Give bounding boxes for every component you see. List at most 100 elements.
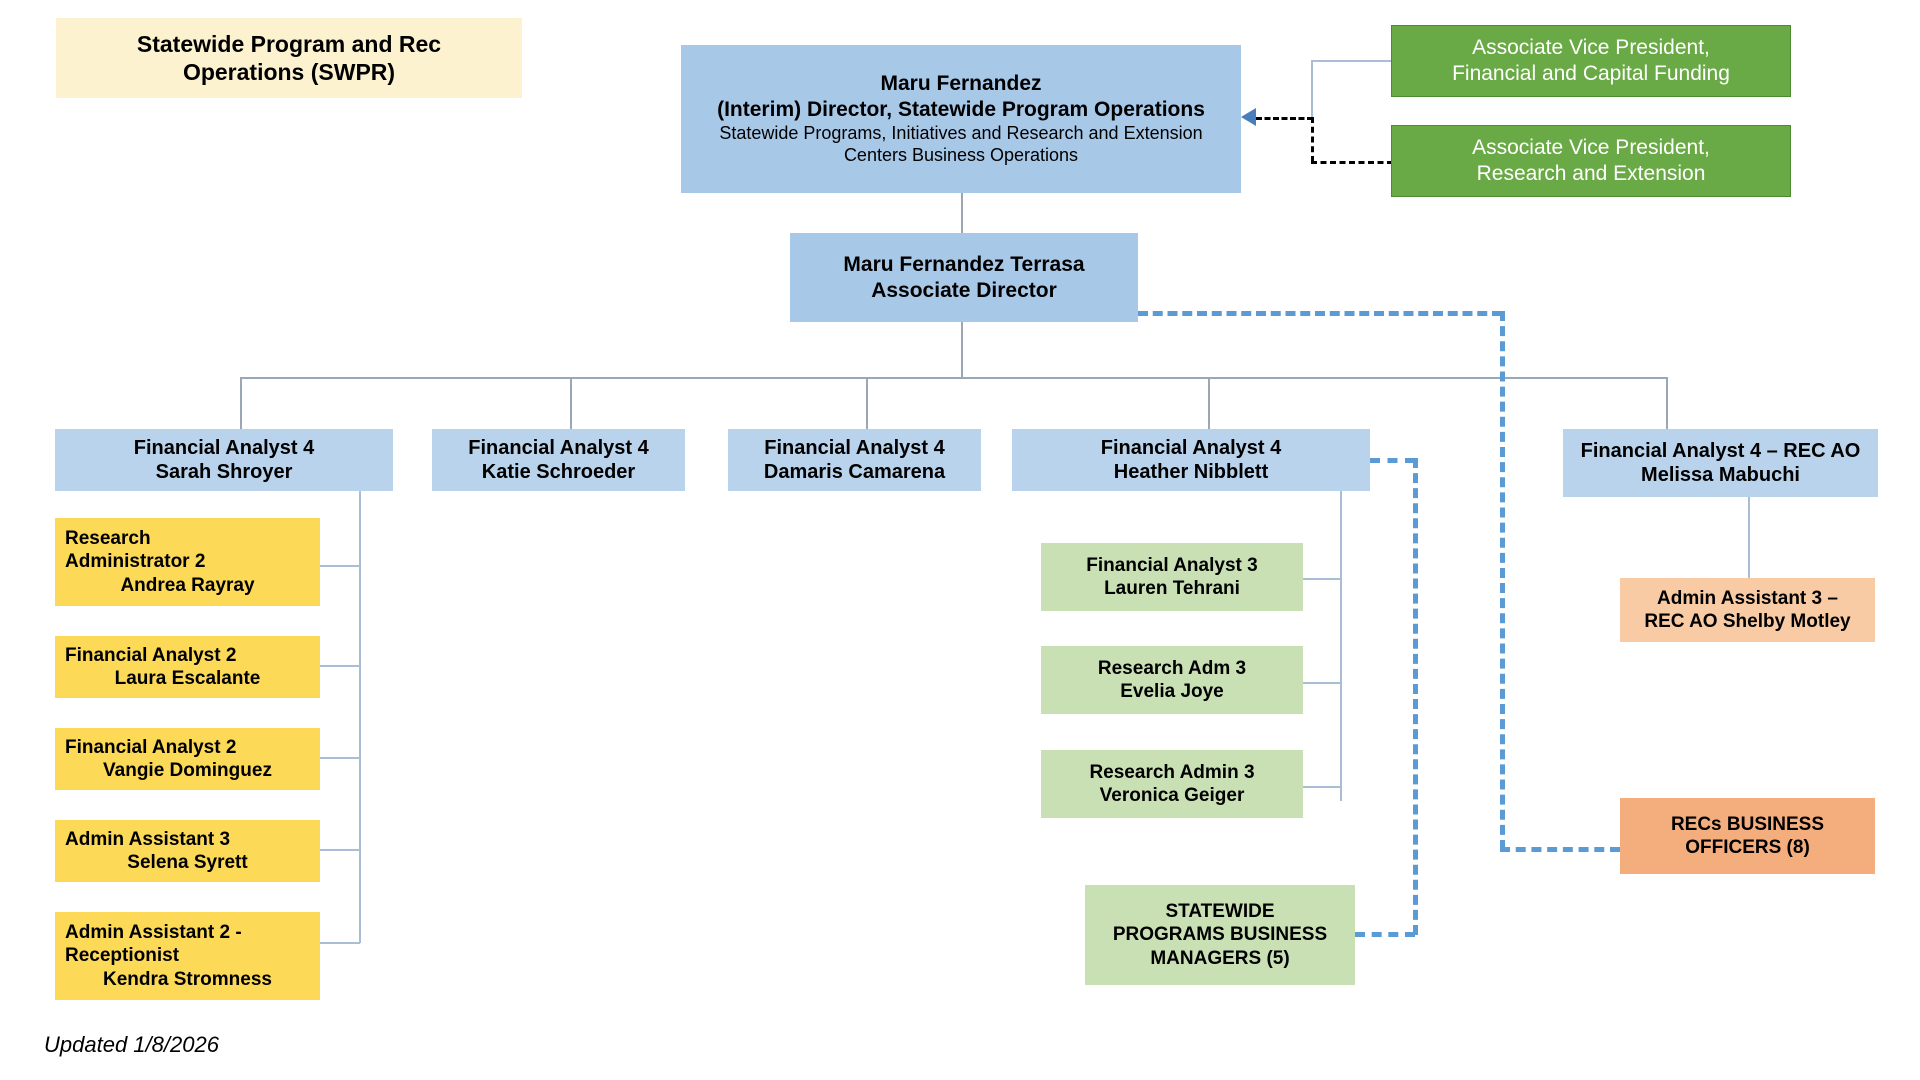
node-group-recs-business-officers[interactable]: RECs BUSINESS OFFICERS (8)	[1620, 798, 1875, 874]
analyst-3-title: Financial Analyst 4	[1100, 436, 1282, 459]
dotted-connector-nibblett-to-managers-entry	[1355, 932, 1415, 937]
director-name: Maru Fernandez	[880, 72, 1042, 96]
rayray-title-line2: Administrator 2	[65, 551, 206, 573]
node-report-lauren-tehrani[interactable]: Financial Analyst 3 Lauren Tehrani	[1041, 543, 1303, 611]
connector-drop-mabuchi	[1666, 377, 1668, 429]
motley-line2: REC AO Shelby Motley	[1644, 611, 1851, 632]
connector-avp-research-riser	[1311, 117, 1314, 162]
connector-director-to-associate-director	[961, 193, 963, 233]
dotted-connector-assocdir-to-recs-riser	[1500, 311, 1505, 850]
connector-shroyer-to-dominguez	[320, 757, 360, 759]
joye-title: Research Adm 3	[1097, 657, 1247, 679]
joye-name: Evelia Joye	[1120, 681, 1224, 702]
node-associate-director[interactable]: Maru Fernandez Terrasa Associate Directo…	[790, 233, 1138, 322]
node-avp-financial-capital-funding[interactable]: Associate Vice President, Financial and …	[1391, 25, 1791, 97]
analyst-0-title: Financial Analyst 4	[133, 436, 315, 459]
connector-shroyer-to-syrett	[320, 849, 360, 851]
avp-research-line1: Associate Vice President,	[1472, 136, 1710, 160]
syrett-title: Admin Assistant 3	[65, 828, 231, 850]
node-analyst-heather-nibblett[interactable]: Financial Analyst 4 Heather Nibblett	[1012, 429, 1370, 491]
statewide-managers-line3: MANAGERS (5)	[1150, 947, 1290, 969]
dotted-connector-nibblett-to-managers-riser	[1413, 458, 1418, 935]
node-analyst-melissa-mabuchi[interactable]: Financial Analyst 4 – REC AO Melissa Mab…	[1563, 429, 1878, 497]
stromness-name: Kendra Stromness	[103, 968, 272, 990]
associate-director-title: Associate Director	[871, 278, 1057, 302]
connector-nibblett-to-joye	[1303, 682, 1341, 684]
connector-avp-financial-stub	[1311, 60, 1393, 62]
escalante-name: Laura Escalante	[114, 668, 261, 689]
node-analyst-damaris-camarena[interactable]: Financial Analyst 4 Damaris Camarena	[728, 429, 981, 491]
connector-analyst-row-bus	[240, 377, 1666, 379]
connector-mabuchi-to-motley	[1748, 497, 1750, 588]
rayray-name: Andrea Rayray	[120, 574, 255, 596]
statewide-managers-line1: STATEWIDE	[1165, 901, 1275, 923]
footer-updated-date: Updated 1/8/2026	[44, 1032, 219, 1057]
node-group-statewide-programs-business-managers[interactable]: STATEWIDE PROGRAMS BUSINESS MANAGERS (5)	[1085, 885, 1355, 985]
connector-nibblett-to-geiger	[1303, 786, 1341, 788]
recs-officers-line2: OFFICERS (8)	[1685, 837, 1810, 858]
node-report-shelby-motley[interactable]: Admin Assistant 3 – REC AO Shelby Motley	[1620, 578, 1875, 642]
geiger-name: Veronica Geiger	[1099, 785, 1245, 806]
node-report-evelia-joye[interactable]: Research Adm 3 Evelia Joye	[1041, 646, 1303, 714]
node-director[interactable]: Maru Fernandez (Interim) Director, State…	[681, 45, 1241, 193]
connector-avp-research-stub	[1311, 161, 1393, 164]
director-title: (Interim) Director, Statewide Program Op…	[717, 98, 1205, 122]
node-report-vangie-dominguez[interactable]: Financial Analyst 2 Vangie Dominguez	[55, 728, 320, 790]
connector-associate-director-trunk	[961, 322, 963, 378]
motley-line1: Admin Assistant 3 –	[1657, 587, 1838, 609]
connector-nibblett-to-tehrani	[1303, 578, 1341, 580]
node-report-andrea-rayray[interactable]: Research Administrator 2 Andrea Rayray	[55, 518, 320, 606]
node-avp-research-extension[interactable]: Associate Vice President, Research and E…	[1391, 125, 1791, 197]
node-report-laura-escalante[interactable]: Financial Analyst 2 Laura Escalante	[55, 636, 320, 698]
connector-shroyer-to-rayray	[320, 565, 360, 567]
director-scope-line2: Centers Business Operations	[843, 144, 1079, 165]
arrowhead-avp-to-director-icon	[1241, 108, 1256, 126]
analyst-1-name: Katie Schroeder	[481, 461, 636, 483]
connector-drop-schroeder	[570, 377, 572, 429]
escalante-title: Financial Analyst 2	[65, 644, 237, 666]
dominguez-title: Financial Analyst 2	[65, 736, 237, 758]
analyst-1-title: Financial Analyst 4	[468, 436, 649, 459]
connector-nibblett-spine	[1340, 491, 1342, 801]
syrett-name: Selena Syrett	[127, 852, 248, 873]
dotted-connector-assocdir-to-recs-run	[1138, 311, 1502, 316]
analyst-0-name: Sarah Shroyer	[155, 461, 293, 483]
connector-shroyer-to-stromness	[320, 942, 360, 944]
dotted-connector-nibblett-to-managers-run	[1370, 458, 1415, 463]
node-report-kendra-stromness[interactable]: Admin Assistant 2 - Receptionist Kendra …	[55, 912, 320, 1000]
chart-title-banner: Statewide Program and Rec Operations (SW…	[56, 18, 522, 98]
connector-drop-camarena	[866, 377, 868, 429]
geiger-title: Research Admin 3	[1089, 761, 1255, 783]
connector-shroyer-to-escalante	[320, 665, 360, 667]
node-analyst-katie-schroeder[interactable]: Financial Analyst 4 Katie Schroeder	[432, 429, 685, 491]
analyst-3-name: Heather Nibblett	[1113, 461, 1269, 483]
connector-drop-shroyer	[240, 377, 242, 429]
associate-director-name: Maru Fernandez Terrasa	[843, 252, 1085, 276]
node-report-veronica-geiger[interactable]: Research Admin 3 Veronica Geiger	[1041, 750, 1303, 818]
avp-financial-line1: Associate Vice President,	[1472, 36, 1710, 60]
connector-avp-to-director-run	[1256, 117, 1313, 120]
chart-title-line1: Statewide Program and Rec	[136, 30, 442, 57]
analyst-2-title: Financial Analyst 4	[764, 436, 945, 459]
node-analyst-sarah-shroyer[interactable]: Financial Analyst 4 Sarah Shroyer	[55, 429, 393, 491]
director-scope-line1: Statewide Programs, Initiatives and Rese…	[719, 122, 1203, 143]
recs-officers-line1: RECs BUSINESS	[1670, 813, 1825, 835]
analyst-4-title: Financial Analyst 4 – REC AO	[1580, 439, 1861, 462]
stromness-title-line2: Receptionist	[65, 945, 180, 967]
dominguez-name: Vangie Dominguez	[103, 760, 272, 781]
tehrani-name: Lauren Tehrani	[1104, 578, 1240, 599]
statewide-managers-line2: PROGRAMS BUSINESS	[1112, 924, 1328, 946]
chart-title-line2: Operations (SWPR)	[182, 59, 396, 85]
stromness-title-line1: Admin Assistant 2 -	[65, 922, 242, 944]
connector-drop-nibblett	[1208, 377, 1210, 429]
tehrani-title: Financial Analyst 3	[1086, 554, 1258, 576]
node-report-selena-syrett[interactable]: Admin Assistant 3 Selena Syrett	[55, 820, 320, 882]
avp-financial-line2: Financial and Capital Funding	[1452, 62, 1730, 85]
analyst-4-name: Melissa Mabuchi	[1641, 464, 1800, 486]
connector-avp-financial-riser	[1311, 60, 1313, 118]
avp-research-line2: Research and Extension	[1476, 162, 1706, 185]
analyst-2-name: Damaris Camarena	[763, 461, 946, 483]
dotted-connector-assocdir-to-recs-entry	[1500, 847, 1620, 852]
rayray-title-line1: Research	[65, 528, 151, 550]
